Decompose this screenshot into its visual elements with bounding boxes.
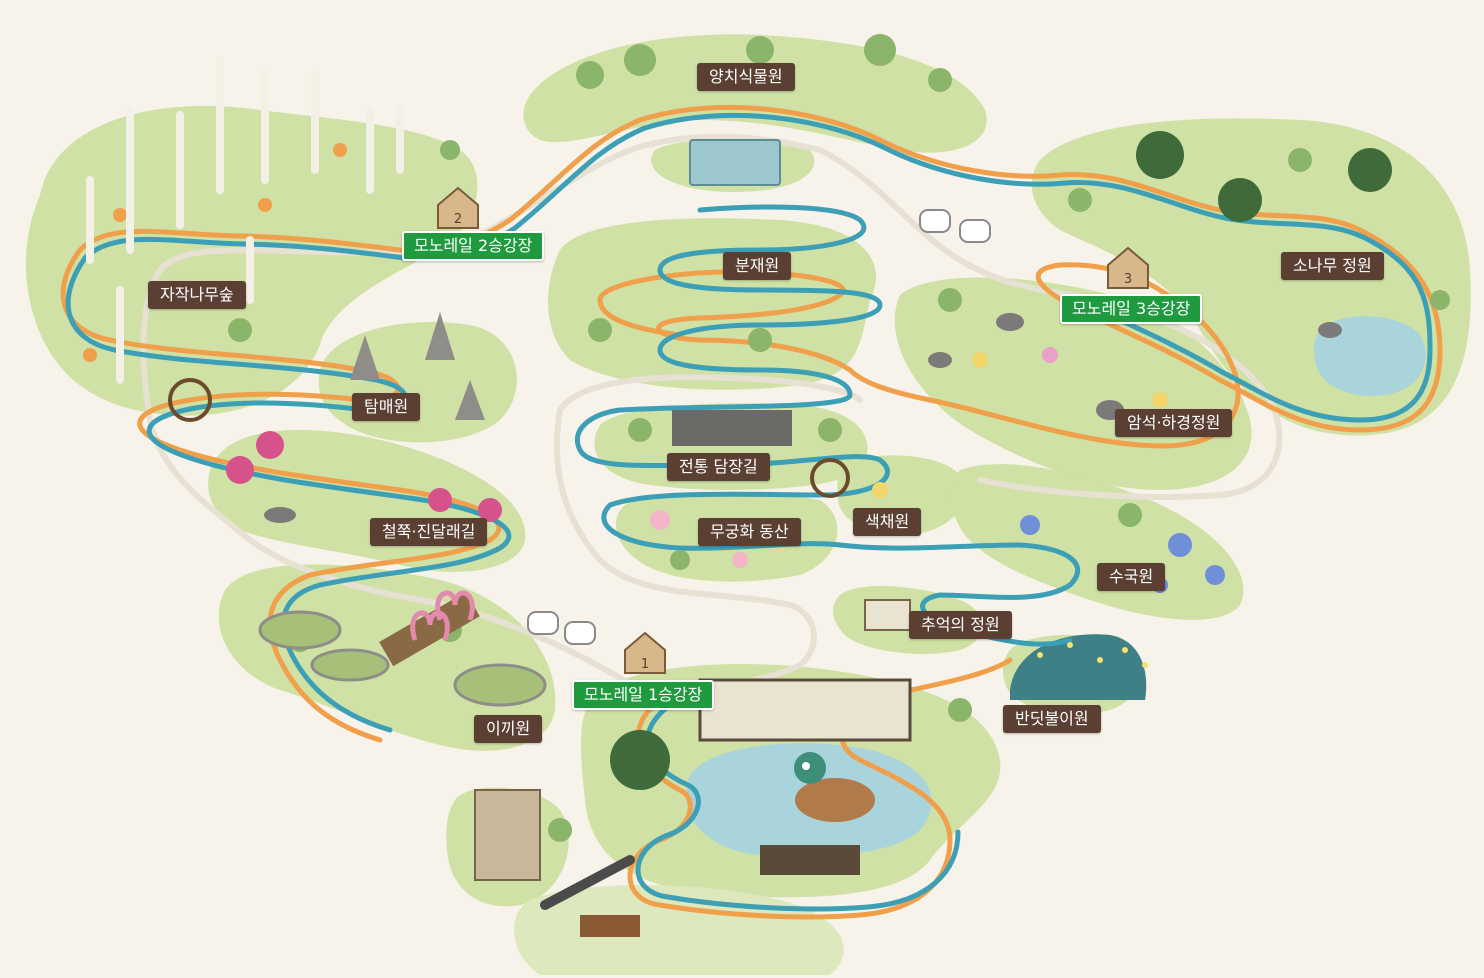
monorail-car-icons [527,209,991,645]
station-marker-3-number: 3 [1124,272,1132,287]
island-wall [594,403,868,490]
flower-icons [83,143,1225,593]
label-suguk[interactable]: 수국원 [1097,563,1166,591]
walkway-icon [540,855,640,937]
moss-stone-circles [258,610,547,707]
firefly-dome [1010,634,1147,700]
entrance-building [474,789,541,881]
label-station-1[interactable]: 모노레일 1승강장 [572,680,715,710]
label-jajak[interactable]: 자작나무숲 [148,281,246,309]
label-mugunghwa[interactable]: 무궁화 동산 [698,518,801,546]
path-blue-inner [575,204,1081,647]
label-saekchae[interactable]: 색채원 [853,508,922,536]
label-bandeutbul[interactable]: 반딧불이원 [1003,705,1101,733]
label-ikki[interactable]: 이끼원 [474,715,543,743]
island-tammae [318,322,517,443]
station-marker-2-number: 2 [454,212,462,227]
pavilion [760,845,860,875]
station-marker-2: 2 [437,186,479,229]
island-hydrangea [950,464,1244,620]
decorations [83,34,1450,937]
label-cheoljjuk[interactable]: 철쭉·진달래길 [370,518,488,546]
mandarin-duck-icon [794,752,875,822]
pine-pond [1314,316,1426,396]
path-orange-main [60,104,1443,743]
label-station-3[interactable]: 모노레일 3승강장 [1060,294,1203,324]
entrance-hall [698,678,912,742]
station-marker-1-number: 1 [641,657,649,672]
station-markers: 2 3 1 [437,186,1149,674]
buildings [474,139,912,881]
firefly-dots [1037,642,1148,668]
label-sonamu[interactable]: 소나무 정원 [1281,252,1384,280]
label-bunjae[interactable]: 분재원 [723,252,792,280]
memory-house [864,599,911,631]
island-azalea [208,429,526,572]
label-tammae[interactable]: 탐매원 [352,393,421,421]
water-wheel-icons [168,378,850,498]
monorail-line-west [140,133,823,693]
birch-tree-icons [86,56,404,384]
shrub-icons [228,34,1450,842]
label-jeontong[interactable]: 전통 담장길 [667,453,770,481]
station-marker-1: 1 [624,631,666,674]
label-station-2[interactable]: 모노레일 2승강장 [402,231,545,261]
label-chueok[interactable]: 추억의 정원 [909,611,1012,639]
greenhouse [689,139,781,186]
label-amseok[interactable]: 암석·하경정원 [1115,409,1233,437]
traditional-wall [672,410,792,446]
pine-tree-icons [610,131,1392,790]
path-blue-center [635,702,961,912]
monorail-line-east [817,147,1283,500]
wooden-bridge [379,592,480,667]
stone-tower-icons [350,312,485,420]
label-yangchi[interactable]: 양치식물원 [697,63,795,91]
station-marker-3: 3 [1107,246,1149,289]
heart-arch-icons [410,590,475,641]
